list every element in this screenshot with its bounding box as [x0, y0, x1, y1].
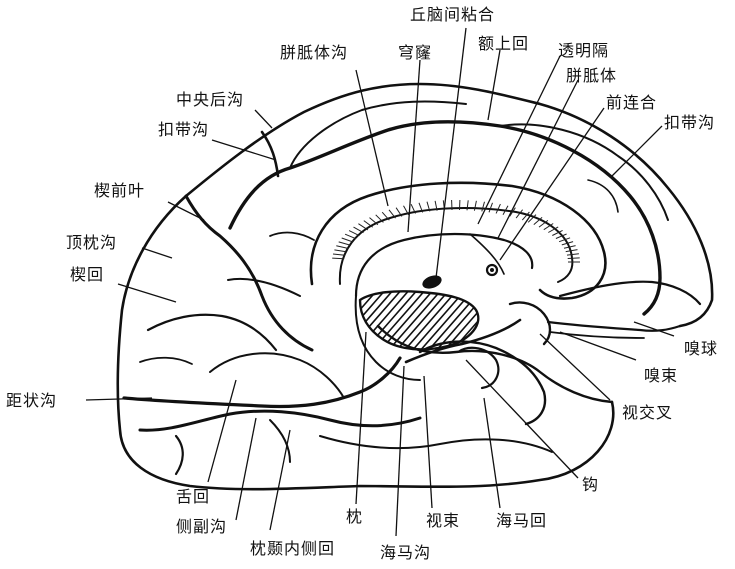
leader-line [484, 398, 500, 508]
collateral-branch-2 [270, 420, 290, 462]
label-olfactory-tract: 嗅束 [644, 367, 678, 385]
thalamus-hatch-line [476, 280, 546, 360]
callosum-hatch-tick [482, 202, 485, 212]
precuneus-sulcus-2 [270, 233, 314, 240]
label-optic-tract: 视束 [426, 512, 460, 530]
callosum-hatch-tick [332, 258, 344, 259]
label-callosal-sulcus: 胼胝体沟 [280, 44, 348, 62]
thalamus-hatch-line [292, 280, 362, 360]
interthalamic-adhesion [421, 273, 444, 291]
hemisphere-outline [118, 84, 712, 489]
callosum-hatch-tick [339, 242, 350, 245]
frontal-sulcus-line-3 [588, 180, 618, 212]
label-pulvinar: 枕 [346, 508, 363, 526]
callosum-hatch-tick [364, 221, 373, 228]
label-uncus: 钩 [582, 476, 599, 494]
leader-line [255, 110, 272, 128]
collateral-sulcus [140, 411, 420, 430]
callosum-hatch-tick [568, 258, 580, 259]
orbital-sulcus [560, 282, 700, 304]
frontal-sulcus-line-2 [500, 124, 668, 220]
label-cingulate-sulcus-right: 扣带沟 [664, 114, 715, 132]
callosum-hatch-tick [342, 238, 353, 242]
label-postcentral-sulcus: 中央后沟 [176, 91, 244, 109]
callosum-hatch-tick [336, 246, 348, 249]
label-calcarine-sulcus: 距状沟 [6, 392, 57, 410]
leader-line [236, 418, 256, 520]
label-hippocampal-sulcus: 海马沟 [380, 544, 431, 562]
label-fornix: 穹窿 [398, 44, 432, 62]
callosum-hatch-tick [345, 234, 356, 239]
leader-line [168, 202, 204, 220]
callosum-hatch-tick [349, 231, 359, 236]
leader-line [466, 360, 578, 478]
uncus-outline [458, 348, 498, 388]
label-lingual-gyrus: 舌回 [176, 488, 210, 506]
callosum-hatch-tick [333, 254, 345, 255]
leader-line [488, 50, 500, 120]
label-septum-pellucidum: 透明隔 [558, 42, 609, 60]
label-corpus-callosum: 胼胝体 [566, 67, 617, 85]
leader-line [270, 430, 290, 530]
leader-line [436, 28, 466, 278]
central-sulcus-notch [262, 132, 278, 176]
leader-line [356, 332, 366, 504]
label-anterior-commissure: 前连合 [606, 94, 657, 112]
leader-lines [86, 28, 674, 536]
precuneus-sulcus [228, 279, 300, 296]
leader-line [612, 126, 662, 176]
leader-line [142, 248, 172, 258]
lingual-gyrus-line [210, 353, 344, 398]
callosum-hatch-tick [489, 203, 493, 213]
label-hippocampal-gyrus: 海马回 [496, 512, 547, 530]
label-medial-occipitotemporal-gyrus: 枕颞内侧回 [250, 540, 335, 558]
label-superior-frontal-gyrus: 额上回 [478, 35, 529, 53]
leader-line [408, 60, 420, 232]
label-interthalamic-adhesion: 丘脑间粘合 [410, 6, 495, 24]
anterior-commissure-core [490, 268, 494, 272]
thalamus-hatch-line [492, 280, 562, 360]
leader-line [540, 334, 610, 400]
label-optic-chiasm: 视交叉 [622, 404, 673, 422]
label-precuneus: 楔前叶 [94, 182, 145, 200]
olfactory-tract [548, 322, 680, 331]
label-parieto-occipital-sulcus: 顶枕沟 [66, 234, 117, 252]
label-olfactory-bulb: 嗅球 [684, 340, 718, 358]
callosum-hatching [332, 200, 580, 262]
leader-line [424, 376, 432, 508]
collateral-branch [176, 436, 183, 474]
callosum-hatch-tick [567, 254, 579, 255]
cuneus-line-2 [140, 358, 192, 364]
label-cingulate-sulcus-left: 扣带沟 [158, 121, 209, 139]
parahippocampal-gyrus [420, 342, 545, 424]
callosum-hatch-tick [354, 227, 364, 233]
cuneus-line [148, 315, 276, 350]
label-cuneus: 楔回 [70, 266, 104, 284]
leader-line [396, 366, 404, 536]
callosum-hatch-tick [358, 224, 368, 230]
fornix [356, 234, 532, 296]
occipitotemporal-line [320, 436, 552, 452]
corpus-callosum-inner [340, 208, 573, 284]
leader-line [208, 380, 236, 482]
leader-line [356, 70, 388, 206]
leader-line [212, 140, 276, 160]
callosum-hatch-tick [334, 250, 346, 252]
calcarine-sulcus [124, 358, 400, 406]
label-collateral-sulcus: 侧副沟 [176, 518, 227, 536]
